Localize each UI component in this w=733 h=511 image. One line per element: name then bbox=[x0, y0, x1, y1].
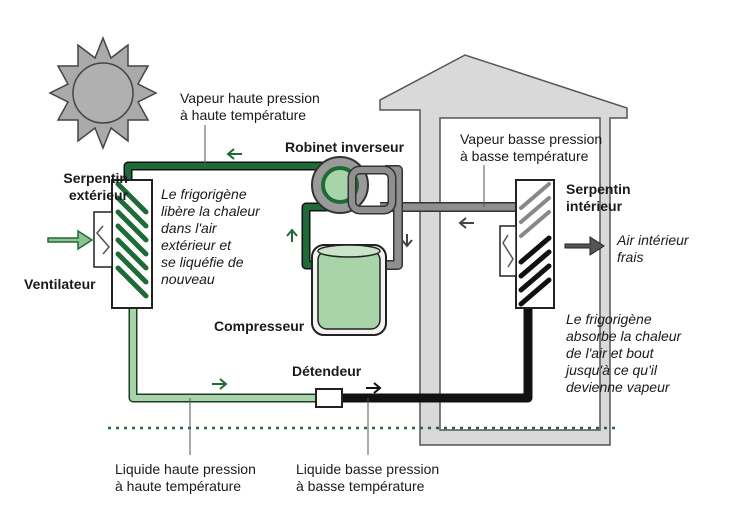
flow-arrow-cold bbox=[458, 217, 474, 229]
flow-arrow-liquid bbox=[212, 378, 228, 390]
expansion-valve-label: Détendeur bbox=[292, 363, 362, 379]
reversing-valve bbox=[311, 156, 397, 215]
outdoor-note: Le frigorigène libère la chaleur dans l'… bbox=[161, 186, 260, 287]
fan-label: Ventilateur bbox=[24, 276, 96, 292]
house-outline bbox=[379, 54, 628, 446]
expansion-valve bbox=[315, 388, 343, 408]
flow-arrow-up bbox=[286, 228, 298, 242]
compressor bbox=[311, 244, 387, 336]
air-in-arrow bbox=[47, 229, 94, 251]
sun-icon bbox=[48, 35, 158, 151]
outdoor-coil bbox=[111, 179, 153, 309]
reversing-valve-label: Robinet inverseur bbox=[285, 139, 405, 155]
fan-icon bbox=[93, 211, 113, 268]
compressor-label: Compresseur bbox=[214, 318, 305, 334]
flow-arrow-hot bbox=[226, 148, 242, 160]
indoor-note: Le frigorigène absorbe la chaleur de l'a… bbox=[566, 311, 682, 395]
flow-arrow-down bbox=[401, 234, 413, 248]
air-out-arrow bbox=[564, 236, 605, 256]
flow-arrow-lp bbox=[366, 382, 382, 394]
indoor-coil bbox=[499, 179, 555, 309]
lp-liquid-line bbox=[342, 308, 533, 403]
